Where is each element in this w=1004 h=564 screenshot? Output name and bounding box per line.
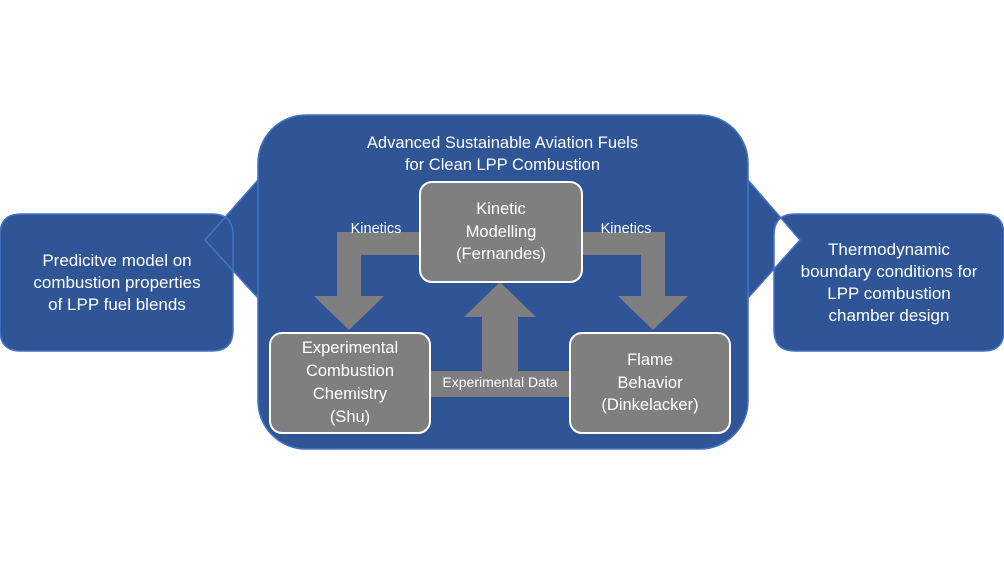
main-panel-title: Advanced Sustainable Aviation Fuels for … (366, 134, 639, 174)
experimental-data-arrow (430, 282, 570, 397)
kinetics-label-left: Kinetics (350, 221, 402, 237)
right-output-text: Thermodynamic boundary conditions for LP… (800, 239, 978, 326)
experimental-data-label: Experimental Data (442, 374, 558, 390)
kinetic-modelling-label: Kinetic Modelling (Fernandes) (456, 199, 546, 264)
kinetics-arrow-right (582, 232, 688, 330)
kinetics-arrow-left (314, 232, 420, 330)
experimental-chemistry-label: Experimental Combustion Chemistry (Shu) (301, 339, 399, 426)
node-kinetic-modelling (419, 181, 583, 283)
flame-behavior-label: Flame Behavior (Dinkelacker) (601, 350, 699, 415)
left-output-text: Predicitve model on combustion propertie… (33, 250, 201, 315)
kinetics-label-right: Kinetics (600, 221, 652, 237)
node-experimental-chemistry (269, 332, 431, 434)
node-flame-behavior (569, 332, 731, 434)
